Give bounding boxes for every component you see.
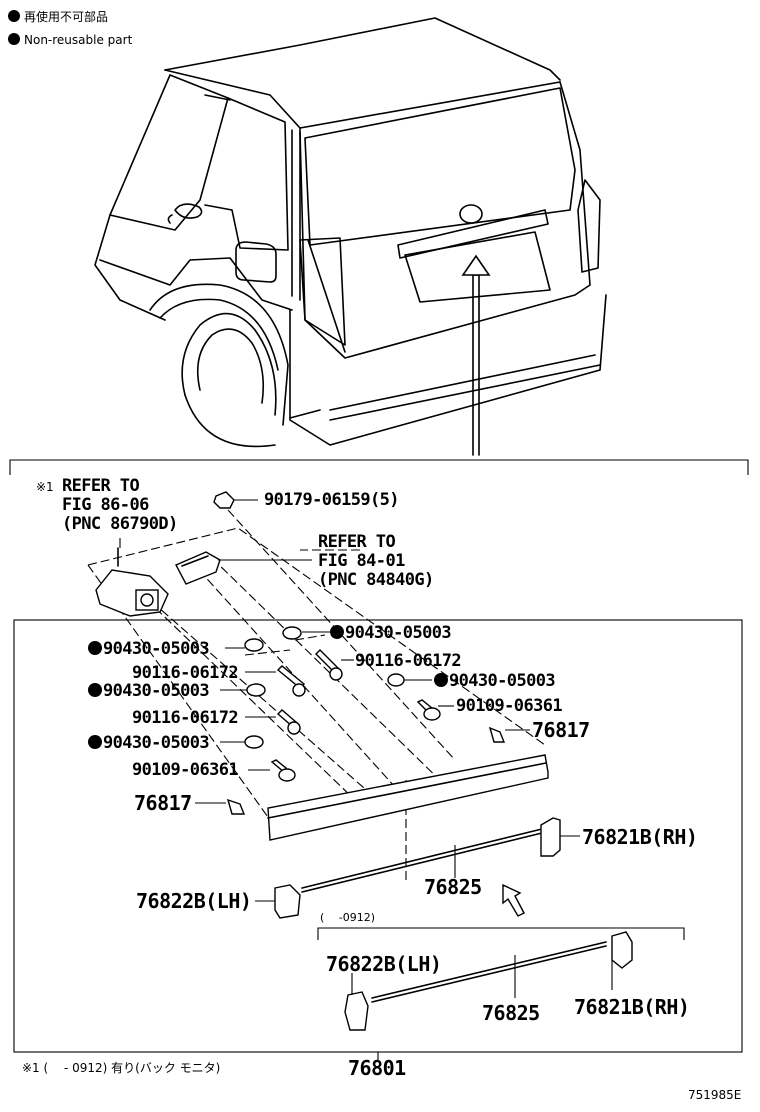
outer-bracket — [9, 459, 749, 475]
non-reusable-dot-icon — [330, 625, 344, 639]
part-label-washer-right[interactable]: 90430-05003 — [434, 673, 556, 690]
legend-en: Non-reusable part — [8, 33, 132, 46]
lamp-ref-line1[interactable]: REFER TO — [318, 532, 396, 552]
part-label-washer-2[interactable]: 90430-05003 — [88, 683, 210, 700]
alt-bracket — [317, 927, 685, 940]
camera-ref-line2[interactable]: FIG 86-06 — [62, 495, 149, 515]
part-label-moulding[interactable]: 76825 — [424, 875, 482, 899]
part-label-end-cap-rh[interactable]: 76821B(RH) — [582, 825, 698, 849]
part-label-fastener-right[interactable]: 76817 — [532, 718, 590, 742]
camera-ref-line1[interactable]: REFER TO — [62, 476, 140, 496]
bullet-icon — [8, 33, 20, 45]
part-label-screw-right[interactable]: 90116-06172 — [355, 651, 462, 671]
footnote: ※1 ( - 0912) 有り(バック モニタ) — [22, 1061, 221, 1075]
alt-moulding — [344, 931, 633, 1031]
part-label-nut[interactable]: 90179-06159(5) — [264, 490, 399, 510]
camera-ref-marker: ※1 — [36, 480, 54, 494]
legend-jp-text: 再使用不可部品 — [24, 10, 109, 24]
fastener-parts — [95, 491, 530, 815]
non-reusable-dot-icon — [88, 683, 102, 697]
lamp-ref-line3[interactable]: (PNC 84840G) — [318, 570, 434, 590]
non-reusable-dot-icon — [434, 673, 448, 687]
bullet-icon — [8, 10, 20, 22]
legend-en-text: Non-reusable part — [24, 33, 133, 47]
camera-ref-line3[interactable]: (PNC 86790D) — [62, 514, 178, 534]
part-label-fastener-left[interactable]: 76817 — [134, 791, 192, 815]
alt-range-label: ( -0912) — [320, 911, 376, 924]
part-label-washer-top-right[interactable]: 90430-05003 — [330, 625, 452, 642]
part-label-alt-end-cap-rh[interactable]: 76821B(RH) — [574, 995, 690, 1019]
part-label-end-cap-lh[interactable]: 76822B(LH) — [136, 889, 252, 913]
part-label-alt-moulding[interactable]: 76825 — [482, 1001, 540, 1025]
part-label-washer-1[interactable]: 90430-05003 — [88, 641, 210, 658]
non-reusable-dot-icon — [88, 641, 102, 655]
part-label-assembly[interactable]: 76801 — [348, 1056, 406, 1080]
legend-jp: 再使用不可部品 — [8, 10, 108, 23]
vehicle-illustration — [94, 17, 607, 456]
part-label-screw-1[interactable]: 90116-06172 — [132, 663, 239, 683]
part-label-alt-end-cap-lh[interactable]: 76822B(LH) — [326, 952, 442, 976]
part-label-clip-left[interactable]: 90109-06361 — [132, 760, 239, 780]
lamp-ref-line2[interactable]: FIG 84-01 — [318, 551, 405, 571]
part-label-screw-2[interactable]: 90116-06172 — [132, 708, 239, 728]
figure-code: 751985E — [688, 1088, 742, 1102]
part-label-clip-right[interactable]: 90109-06361 — [456, 696, 563, 716]
garnish-moulding — [255, 754, 580, 919]
non-reusable-dot-icon — [88, 735, 102, 749]
part-label-washer-3[interactable]: 90430-05003 — [88, 735, 210, 752]
